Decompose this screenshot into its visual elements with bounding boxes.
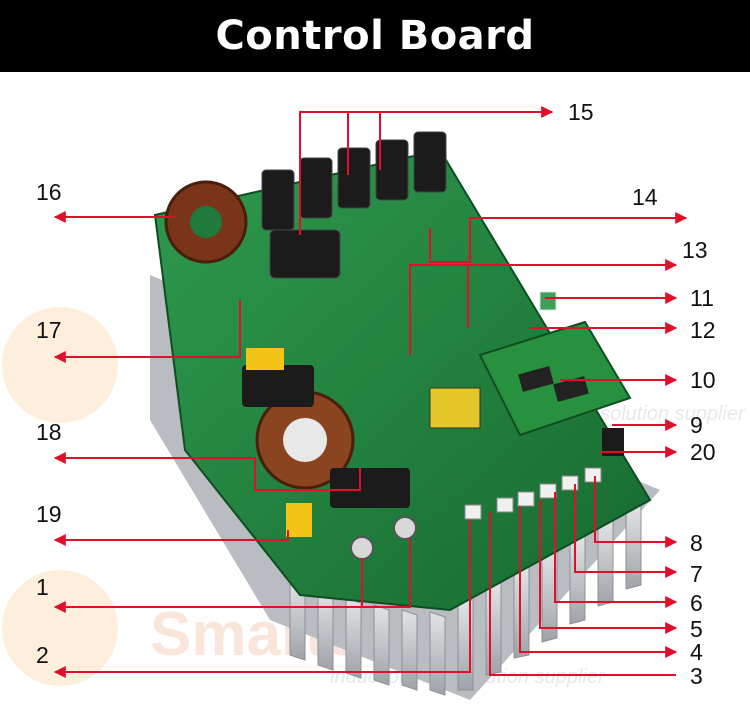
callout-16: 16 bbox=[36, 179, 62, 205]
daughter-board bbox=[478, 320, 632, 437]
callout-3: 3 bbox=[690, 663, 703, 689]
callout-8: 8 bbox=[690, 530, 703, 556]
page-title: Control Board bbox=[215, 13, 535, 59]
callout-19: 19 bbox=[36, 501, 62, 527]
yellow-capacitor-19 bbox=[286, 503, 312, 537]
callout-2: 2 bbox=[36, 642, 49, 668]
power-terminal-left bbox=[350, 536, 374, 560]
connector-strip bbox=[464, 467, 602, 520]
board-illustration bbox=[150, 131, 660, 700]
callout-5: 5 bbox=[690, 616, 703, 642]
callout-9: 9 bbox=[690, 412, 703, 438]
film-capacitor-left bbox=[242, 365, 314, 407]
callout-14: 14 bbox=[632, 184, 658, 210]
callout-15: 15 bbox=[568, 99, 594, 125]
callout-6: 6 bbox=[690, 590, 703, 616]
callout-10: 10 bbox=[690, 367, 716, 393]
transformer bbox=[429, 387, 481, 429]
connector-9 bbox=[602, 428, 624, 456]
connector-11 bbox=[539, 291, 557, 311]
callout-lines bbox=[53, 106, 688, 678]
film-capacitor-bottom bbox=[330, 468, 410, 508]
capacitor-row bbox=[261, 131, 447, 279]
callout-12: 12 bbox=[690, 317, 716, 343]
callout-13: 13 bbox=[682, 237, 708, 263]
title-bar: Control Board bbox=[0, 0, 750, 72]
callout-17: 17 bbox=[36, 317, 62, 343]
callout-18: 18 bbox=[36, 419, 62, 445]
power-terminal-right bbox=[393, 516, 417, 540]
callout-7: 7 bbox=[690, 561, 703, 587]
callout-labels: 15 16 14 13 11 12 17 10 9 18 20 19 8 7 1… bbox=[36, 99, 716, 689]
callout-4: 4 bbox=[690, 639, 703, 665]
callout-1: 1 bbox=[36, 574, 49, 600]
callout-20: 20 bbox=[690, 439, 716, 465]
callout-11: 11 bbox=[690, 285, 714, 311]
yellow-capacitor-17 bbox=[246, 348, 284, 370]
